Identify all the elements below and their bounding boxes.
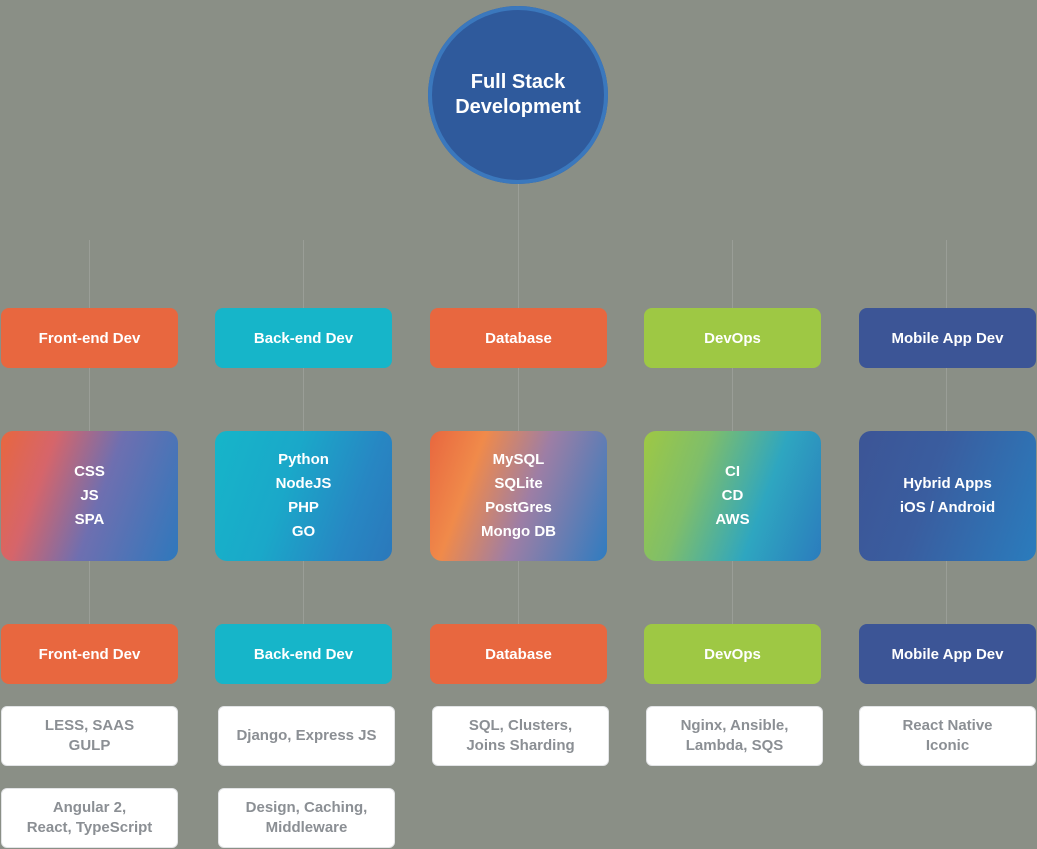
skill-card-react-native: React Native Iconic bbox=[859, 706, 1036, 766]
tech-item: Mongo DB bbox=[481, 523, 556, 540]
tech-box-devops: CI CD AWS bbox=[644, 431, 821, 561]
skill-card-design-caching: Design, Caching, Middleware bbox=[218, 788, 395, 848]
skill-card-line: Nginx, Ansible, bbox=[680, 717, 789, 734]
header-mobile-app-dev: Mobile App Dev bbox=[859, 308, 1036, 368]
tech-item: MySQL bbox=[492, 451, 545, 468]
tech-item: PostGres bbox=[485, 499, 552, 516]
tech-box-back-end: Python NodeJS PHP GO bbox=[215, 431, 392, 561]
tech-box-front-end: CSS JS SPA bbox=[1, 431, 178, 561]
tech-item: GO bbox=[291, 523, 316, 540]
skill-card-line: React, TypeScript bbox=[26, 819, 153, 836]
skill-card-angular-react: Angular 2, React, TypeScript bbox=[1, 788, 178, 848]
subheader-mobile-app-dev: Mobile App Dev bbox=[859, 624, 1036, 684]
connector-line bbox=[518, 184, 519, 308]
tech-item: NodeJS bbox=[275, 475, 332, 492]
skill-card-line: GULP bbox=[68, 737, 111, 754]
skill-card-line: LESS, SAAS bbox=[44, 717, 135, 734]
root-node-full-stack-development: Full Stack Development bbox=[428, 6, 608, 184]
tech-item: Hybrid Apps bbox=[903, 475, 992, 492]
skill-card-line: React Native bbox=[902, 717, 993, 734]
skill-card-line: Lambda, SQS bbox=[685, 737, 784, 754]
subheader-back-end-dev: Back-end Dev bbox=[215, 624, 392, 684]
root-node-line-2: Development bbox=[455, 96, 581, 118]
skill-card-nginx-ansible: Nginx, Ansible, Lambda, SQS bbox=[646, 706, 823, 766]
skill-card-line: Angular 2, bbox=[52, 799, 127, 816]
header-front-end-dev: Front-end Dev bbox=[1, 308, 178, 368]
skill-card-line: SQL, Clusters, bbox=[468, 717, 573, 734]
tech-item: CI bbox=[725, 463, 740, 480]
connector-line bbox=[946, 240, 947, 308]
subheader-devops: DevOps bbox=[644, 624, 821, 684]
root-node-line-1: Full Stack bbox=[470, 71, 566, 93]
skill-card-less-saas-gulp: LESS, SAAS GULP bbox=[1, 706, 178, 766]
connector-line bbox=[89, 240, 90, 308]
header-database: Database bbox=[430, 308, 607, 368]
tech-item: CSS bbox=[74, 463, 105, 480]
skill-card-line: Joins Sharding bbox=[466, 737, 575, 754]
connector-line bbox=[732, 240, 733, 308]
skill-card-line: Design, Caching, bbox=[245, 799, 368, 816]
tech-item: SQLite bbox=[494, 475, 543, 492]
tech-item: Python bbox=[278, 451, 329, 468]
tech-item: PHP bbox=[288, 499, 319, 516]
tech-item: CD bbox=[721, 487, 744, 504]
tech-item: iOS / Android bbox=[899, 499, 996, 516]
subheader-database: Database bbox=[430, 624, 607, 684]
tech-item: SPA bbox=[74, 511, 105, 528]
header-back-end-dev: Back-end Dev bbox=[215, 308, 392, 368]
tech-box-mobile: Hybrid Apps iOS / Android bbox=[859, 431, 1036, 561]
skill-card-line: Django, Express JS bbox=[236, 727, 377, 744]
tech-item: JS bbox=[80, 487, 99, 504]
skill-card-line: Iconic bbox=[925, 737, 970, 754]
header-devops: DevOps bbox=[644, 308, 821, 368]
tech-box-database: MySQL SQLite PostGres Mongo DB bbox=[430, 431, 607, 561]
tech-item: AWS bbox=[715, 511, 750, 528]
connector-line bbox=[303, 240, 304, 308]
skill-card-sql-clusters: SQL, Clusters, Joins Sharding bbox=[432, 706, 609, 766]
subheader-front-end-dev: Front-end Dev bbox=[1, 624, 178, 684]
skill-card-line: Middleware bbox=[265, 819, 348, 836]
skill-card-django-express: Django, Express JS bbox=[218, 706, 395, 766]
